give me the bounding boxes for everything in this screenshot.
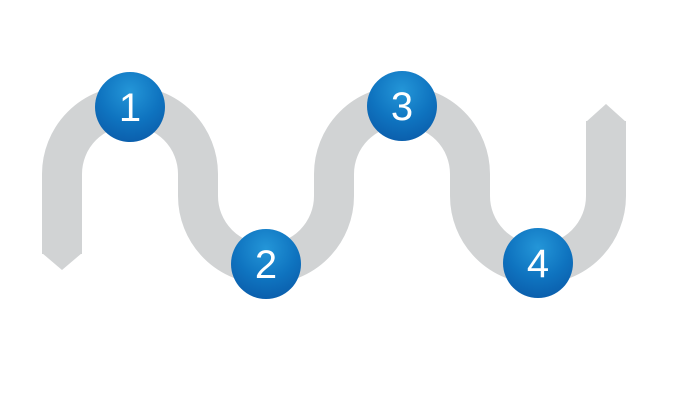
step-node-3: 3	[367, 71, 437, 141]
step-label-1: 1	[119, 86, 141, 130]
wave-start-tip	[42, 253, 82, 270]
step-label-4: 4	[527, 242, 549, 286]
wave-ribbon	[42, 86, 626, 284]
step-node-1: 1	[95, 72, 165, 142]
wave-end-tip	[586, 104, 626, 122]
step-circle-4	[503, 228, 573, 298]
step-node-4: 4	[503, 228, 573, 298]
step-circle-2	[231, 229, 301, 299]
step-circle-3	[367, 71, 437, 141]
step-label-2: 2	[255, 243, 277, 287]
step-label-3: 3	[391, 85, 413, 129]
step-circle-1	[95, 72, 165, 142]
step-node-2: 2	[231, 229, 301, 299]
